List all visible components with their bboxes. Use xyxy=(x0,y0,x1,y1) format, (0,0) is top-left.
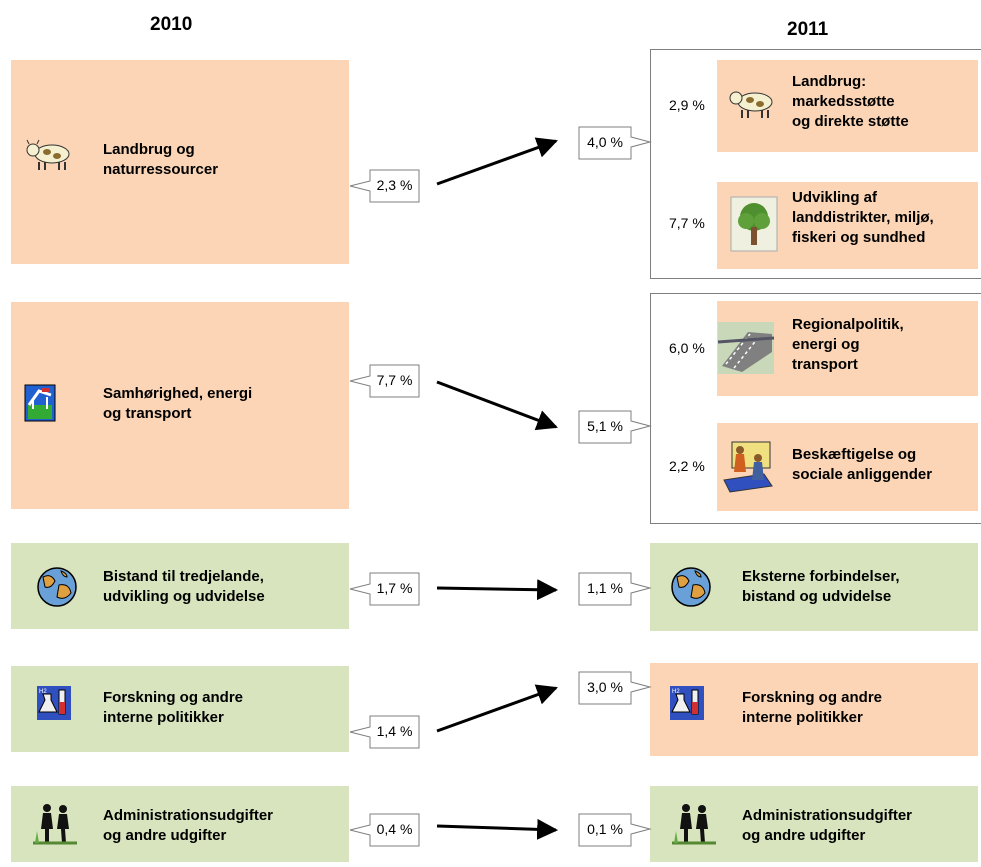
workers-icon xyxy=(723,441,773,493)
people-icon xyxy=(33,804,77,845)
research-icon: H2 xyxy=(37,686,71,720)
callout-left-bistand xyxy=(349,572,420,606)
pct-2011-landbrug-markedsstotte: 2,9 % xyxy=(669,97,705,113)
cow-icon xyxy=(26,139,70,170)
callout-left-landbrug xyxy=(349,169,420,203)
callout-right-samhorighed xyxy=(578,410,652,444)
globe-icon xyxy=(37,567,77,607)
pct-2010-landbrug: 2,3 % xyxy=(376,177,413,193)
pct-2010-samhorighed: 7,7 % xyxy=(376,372,413,388)
box-label: Landbrug og naturressourcer xyxy=(103,141,219,178)
group-2011-landbrug xyxy=(650,49,981,279)
arrow-bistand xyxy=(436,579,559,601)
box-label: Forskning og andre interne politikker xyxy=(103,689,244,726)
people-icon xyxy=(672,804,716,845)
cow-icon xyxy=(729,91,773,118)
box-label: Samhørighed, energi og transport xyxy=(103,385,253,422)
svg-text:H2: H2 xyxy=(39,689,47,695)
callout-right-administration xyxy=(578,813,652,847)
svg-text:H2: H2 xyxy=(672,689,680,695)
box-label: Administrationsudgifter og andre udgifte… xyxy=(103,807,274,844)
transport-icon xyxy=(24,384,56,422)
research-icon: H2 xyxy=(670,686,704,720)
box-2010-landbrug: Landbrug og naturressourcer xyxy=(11,60,349,264)
pct-2011-udvikling-landdistrikter: 7,7 % xyxy=(669,215,705,231)
arrow-forskning xyxy=(436,684,558,733)
highway-icon xyxy=(717,322,775,374)
year-2011-heading: 2011 xyxy=(787,19,829,40)
pct-2011-eksterne: 1,1 % xyxy=(587,580,623,596)
callout-right-forskning xyxy=(578,671,652,705)
callout-right-landbrug xyxy=(578,126,652,160)
pct-2010-administration: 0,4 % xyxy=(376,821,413,837)
callout-right-eksterne xyxy=(578,572,652,606)
pct-2011-landbrug-total: 4,0 % xyxy=(587,134,623,150)
tree-icon xyxy=(730,196,778,252)
callout-left-samhorighed xyxy=(349,364,420,398)
globe-icon xyxy=(671,567,711,607)
callout-left-administration xyxy=(349,813,420,847)
year-2010-heading: 2010 xyxy=(150,14,193,35)
pct-2011-administration: 0,1 % xyxy=(587,821,623,837)
arrow-landbrug xyxy=(436,137,558,186)
pct-2011-beskaeftigelse: 2,2 % xyxy=(669,458,705,474)
box-label: Bistand til tredjelande, udvikling og ud… xyxy=(103,568,265,605)
callout-left-forskning xyxy=(349,715,420,749)
pct-2010-forskning: 1,4 % xyxy=(376,723,413,739)
box-2011-forskning: Forskning og andre interne politikker xyxy=(650,663,978,756)
pct-2011-samhorighed-total: 5,1 % xyxy=(587,418,623,434)
arrow-samhorighed xyxy=(436,380,558,431)
pct-2011-forskning: 3,0 % xyxy=(587,679,623,695)
arrow-administration xyxy=(436,818,559,840)
box-2010-samhorighed: Samhørighed, energi og transport xyxy=(11,302,349,509)
group-2011-samhorighed xyxy=(650,293,981,524)
pct-2010-bistand: 1,7 % xyxy=(376,580,413,596)
pct-2011-regionalpolitik: 6,0 % xyxy=(669,340,705,356)
